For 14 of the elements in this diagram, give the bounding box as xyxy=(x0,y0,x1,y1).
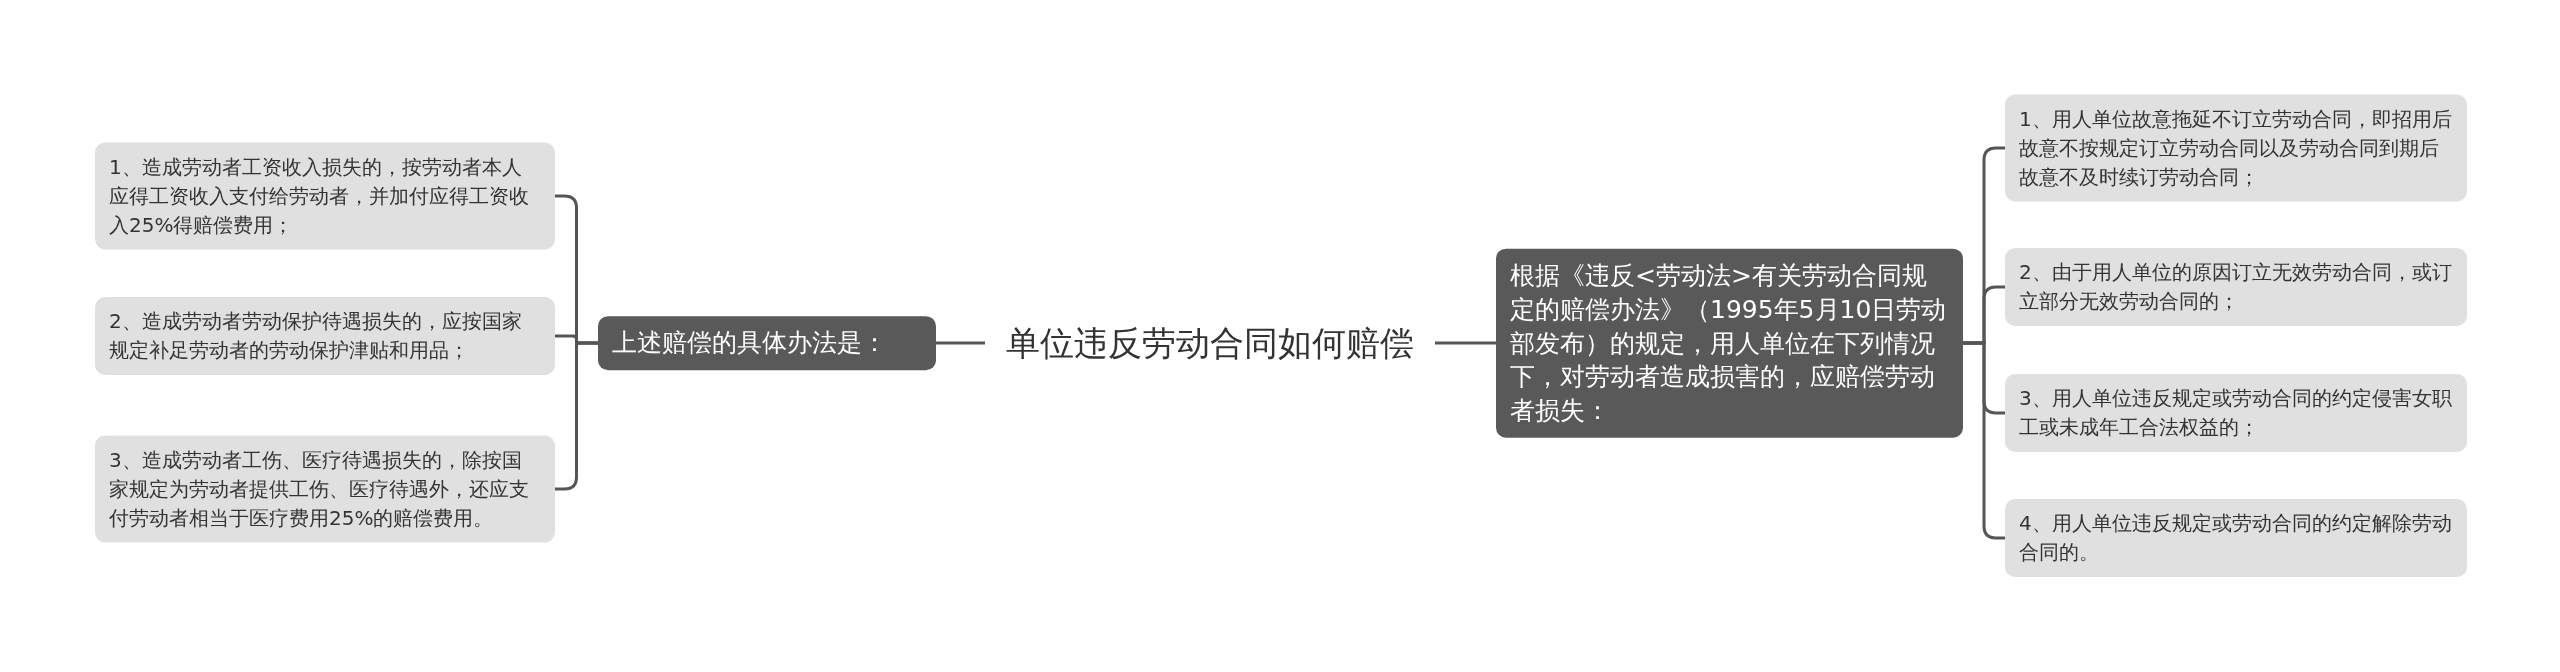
branch-topic: 上述赔偿的具体办法是： xyxy=(598,316,936,370)
central-topic: 单位违反劳动合同如何赔偿 xyxy=(985,311,1435,375)
branch-topic: 根据《违反<劳动法>有关劳动合同规定的赔偿办法》（1995年5月10日劳动部发布）的规定，用人单位在下列情况下，对劳动者造成损害的，应赔偿劳动者损失： xyxy=(1496,248,1963,438)
leaf-topic: 1、造成劳动者工资收入损失的，按劳动者本人应得工资收入支付给劳动者，并加付应得工资收入25%得赔偿费用； xyxy=(95,142,555,250)
leaf-topic: 2、造成劳动者劳动保护待遇损失的，应按国家规定补足劳动者的劳动保护津贴和用品； xyxy=(95,297,555,375)
connector-line xyxy=(555,341,598,491)
leaf-topic: 2、由于用人单位的原因订立无效劳动合同，或订立部分无效劳动合同的； xyxy=(2005,248,2467,326)
connector-line xyxy=(936,341,985,345)
connector-line xyxy=(1963,341,2005,540)
leaf-topic: 4、用人单位违反规定或劳动合同的约定解除劳动合同的。 xyxy=(2005,499,2467,577)
leaf-topic: 1、用人单位故意拖延不订立劳动合同，即招用后故意不按规定订立劳动合同以及劳动合同到期后故意不及时续订劳动合同； xyxy=(2005,94,2467,202)
connector-line xyxy=(1435,341,1496,345)
leaf-topic: 3、造成劳动者工伤、医疗待遇损失的，除按国家规定为劳动者提供工伤、医疗待遇外，还应支付劳动者相当于医疗费用25%的赔偿费用。 xyxy=(95,435,555,543)
leaf-topic: 3、用人单位违反规定或劳动合同的约定侵害女职工或未成年工合法权益的； xyxy=(2005,374,2467,452)
